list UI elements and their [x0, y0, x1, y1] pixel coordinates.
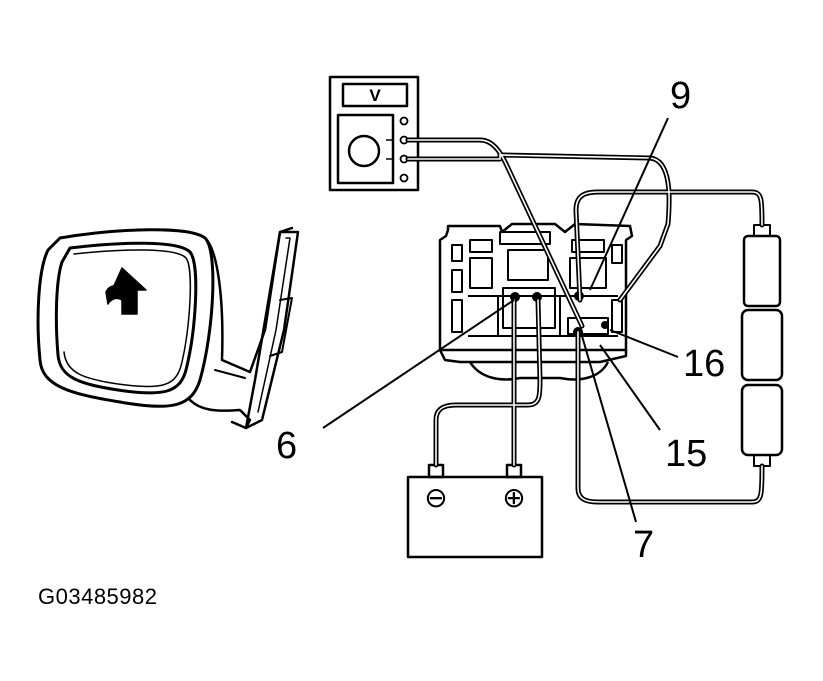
- leader-lines: [322, 117, 679, 523]
- lamp-segment: [742, 234, 782, 308]
- callout-6: 6: [276, 425, 297, 467]
- battery-negative-symbol: ⊖: [424, 481, 447, 514]
- callout-7: 7: [633, 524, 654, 566]
- voltmeter: [328, 75, 420, 192]
- battery-positive-symbol: ⊕: [502, 481, 525, 514]
- callout-9: 9: [670, 75, 691, 117]
- callout-16: 16: [683, 343, 725, 385]
- outside-mirror: [36, 226, 300, 430]
- leader-6: [322, 299, 515, 429]
- test-lamp-chain: [740, 224, 784, 467]
- leader-7: [581, 335, 637, 523]
- mirror-base-plate: [244, 230, 300, 430]
- voltmeter-display: [341, 82, 409, 108]
- lamp-segment: [740, 308, 784, 382]
- mirror-housing: [36, 228, 215, 408]
- voltmeter-label: V: [369, 86, 381, 105]
- mirror-arm: [203, 226, 294, 374]
- figure-id: G03485982: [38, 584, 158, 609]
- voltmeter-body: [328, 75, 420, 192]
- voltmeter-dial: [347, 134, 381, 168]
- battery-body: [406, 475, 544, 559]
- battery: [406, 463, 544, 559]
- pin-16-marker: [601, 321, 609, 329]
- leader-9: [589, 117, 669, 291]
- mirror-glass: [54, 241, 198, 395]
- leader-15: [599, 344, 661, 431]
- direction-arrow-icon: [105, 267, 147, 315]
- callout-15: 15: [665, 433, 707, 475]
- voltmeter-terminal: [399, 116, 409, 126]
- voltmeter-terminal: [399, 173, 409, 183]
- leader-16: [609, 329, 679, 358]
- lamp-segment: [740, 383, 784, 457]
